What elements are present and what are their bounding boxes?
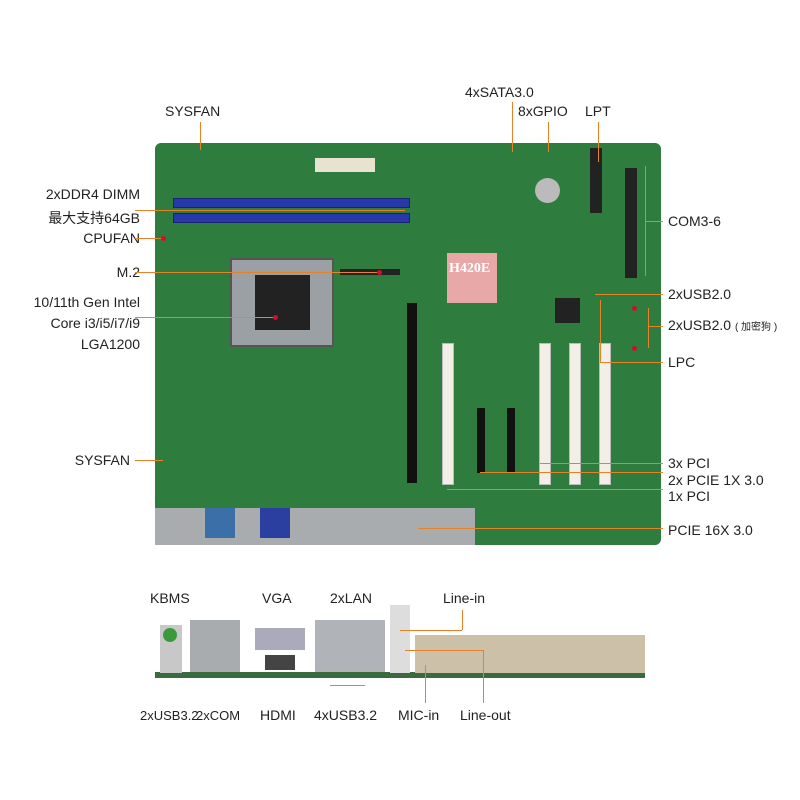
pci-slot bbox=[599, 343, 611, 485]
chipset-heatsink: H420E bbox=[447, 253, 497, 303]
label-lpc: LPC bbox=[668, 354, 696, 370]
lpt-header bbox=[590, 148, 602, 213]
label-usb20-dongle-text: 2xUSB2.0 bbox=[668, 317, 732, 333]
pci-slot bbox=[442, 343, 454, 485]
label-line-out: Line-out bbox=[460, 707, 511, 723]
pcie1x-slot bbox=[507, 408, 515, 473]
com-headers bbox=[625, 168, 637, 278]
label-vga: VGA bbox=[262, 590, 292, 606]
label-2xcom: 2xCOM bbox=[196, 708, 241, 723]
label-sysfan-bottom: SYSFAN bbox=[74, 452, 130, 468]
label-com: COM3-6 bbox=[668, 213, 721, 229]
label-2xusb32: 2xUSB3.2 bbox=[140, 708, 199, 723]
label-line-in: Line-in bbox=[443, 590, 486, 606]
label-cpu-gen: 10/11th Gen Intel bbox=[33, 294, 140, 310]
label-usb20-dongle-note: ( 加密狗 ) bbox=[734, 322, 778, 333]
dimm-slot-2 bbox=[173, 213, 410, 223]
label-usb20: 2xUSB2.0 bbox=[668, 286, 732, 302]
io-chip bbox=[555, 298, 580, 323]
rear-panel bbox=[155, 600, 645, 678]
label-cpufan: CPUFAN bbox=[83, 230, 140, 246]
label-gpio: 8xGPIO bbox=[518, 103, 568, 119]
rear-io-connectors bbox=[155, 508, 475, 545]
label-4xusb32: 4xUSB3.2 bbox=[314, 707, 378, 723]
chipset-label: H420E bbox=[449, 261, 491, 276]
label-ddr4-capacity: 最大支持64GB bbox=[48, 210, 140, 226]
label-sysfan-top: SYSFAN bbox=[165, 103, 221, 119]
label-mic-in: MIC-in bbox=[398, 707, 440, 723]
label-2x-pcie1x: 2x PCIE 1X 3.0 bbox=[668, 472, 764, 488]
label-2xlan: 2xLAN bbox=[330, 590, 373, 606]
label-kbms: KBMS bbox=[150, 590, 190, 606]
atx-power-connector bbox=[315, 158, 375, 172]
label-hdmi: HDMI bbox=[260, 707, 296, 723]
label-sata: 4xSATA3.0 bbox=[465, 84, 534, 100]
motherboard-pcb: H420E bbox=[155, 143, 661, 545]
dimm-slot-1 bbox=[173, 198, 410, 208]
label-cpu-core: Core i3/i5/i7/i9 bbox=[50, 315, 141, 331]
label-usb20-dongle: 2xUSB2.0 ( 加密狗 ) bbox=[668, 317, 777, 333]
label-ddr4: 2xDDR4 DIMM bbox=[45, 186, 140, 202]
pcie1x-slot bbox=[477, 408, 485, 473]
label-m2: M.2 bbox=[116, 264, 140, 280]
label-3x-pci: 3x PCI bbox=[668, 455, 711, 471]
label-1x-pci: 1x PCI bbox=[668, 488, 711, 504]
label-pcie16: PCIE 16X 3.0 bbox=[668, 522, 753, 538]
pcie16-slot bbox=[407, 303, 417, 483]
label-cpu-socket: LGA1200 bbox=[80, 336, 140, 352]
cmos-battery bbox=[535, 178, 560, 203]
pci-slot bbox=[539, 343, 551, 485]
label-lpt: LPT bbox=[585, 103, 611, 119]
pci-slot bbox=[569, 343, 581, 485]
